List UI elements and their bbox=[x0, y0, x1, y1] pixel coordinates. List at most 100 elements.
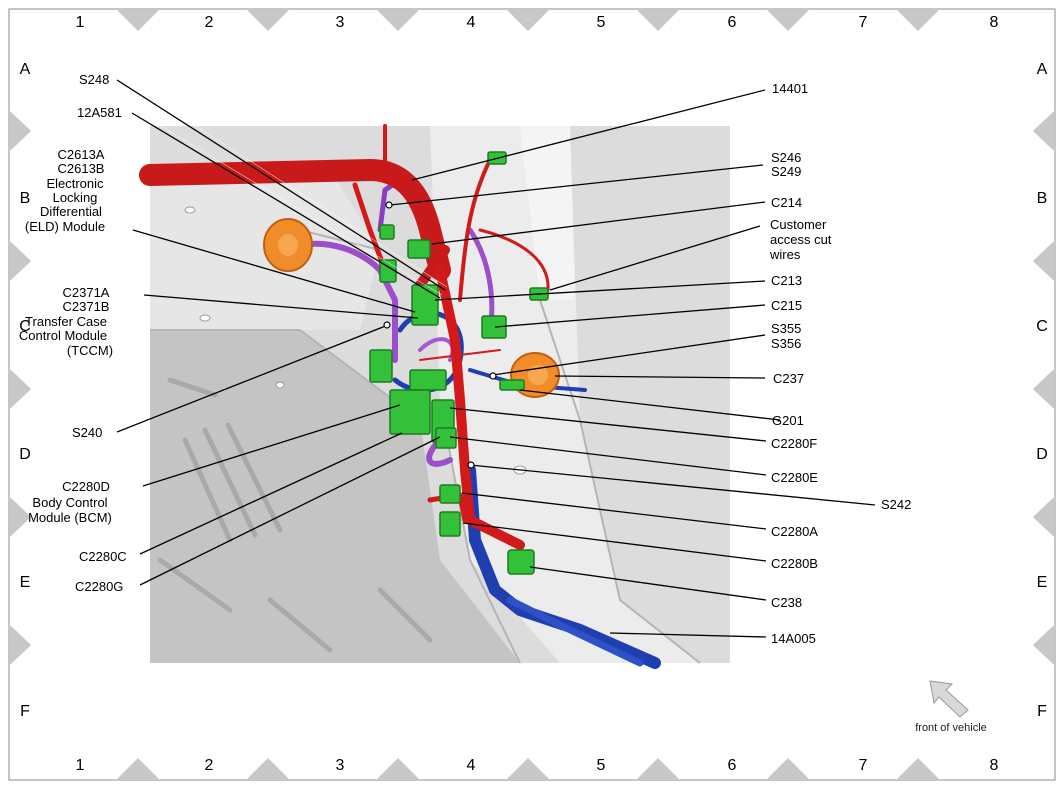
callout-c2280c: C2280C bbox=[79, 549, 127, 564]
callout-tccm-line1: C2371A bbox=[63, 285, 110, 300]
grid-col-label: 7 bbox=[859, 757, 868, 774]
callout-s240: S240 bbox=[72, 425, 102, 440]
leader-lines bbox=[116, 76, 876, 638]
front-arrow-icon bbox=[929, 680, 969, 718]
front-of-vehicle-label: front of vehicle bbox=[915, 722, 987, 734]
grid-row-label: E bbox=[1037, 574, 1048, 591]
grid-col-label: 3 bbox=[336, 757, 345, 774]
grid-col-label: 5 bbox=[597, 14, 606, 31]
connector-c2280c bbox=[389, 389, 431, 435]
grid-col-label: 2 bbox=[205, 757, 214, 774]
connector-c2280f bbox=[409, 369, 447, 391]
callout-c2280a: C2280A bbox=[771, 524, 818, 539]
floor-panel bbox=[150, 330, 520, 663]
callout-eld-line1: C2613A bbox=[58, 147, 105, 162]
callout-g201: G201 bbox=[772, 413, 804, 428]
panel-ribs bbox=[157, 377, 433, 653]
grid-col-label: 6 bbox=[728, 757, 737, 774]
grid-row-label: E bbox=[20, 574, 31, 591]
grid-row-label: D bbox=[19, 446, 31, 463]
connector-c2280a bbox=[439, 484, 461, 504]
red-wire-14401 bbox=[458, 158, 492, 302]
connectors bbox=[369, 151, 549, 575]
grid-row-label: B bbox=[20, 190, 31, 207]
callout-customer-line3: wires bbox=[769, 247, 801, 262]
callout-eld-line4: Locking bbox=[53, 190, 98, 205]
red-harness-drop bbox=[435, 265, 525, 550]
callout-customer-line2: access cut bbox=[770, 232, 832, 247]
front-of-vehicle-indicator: front of vehicle bbox=[915, 680, 987, 734]
callout-s355: S355 bbox=[771, 321, 801, 336]
grid-column-labels-top: 1 2 3 4 5 6 7 8 bbox=[76, 14, 999, 31]
callout-c2280g: C2280G bbox=[75, 579, 123, 594]
callout-tccm-line5: (TCCM) bbox=[67, 343, 113, 358]
callout-14a005: 14A005 bbox=[771, 631, 816, 646]
connector-c2280b bbox=[439, 511, 461, 537]
grid-row-label: A bbox=[20, 61, 31, 78]
callouts-left: S248 12A581 C2613A C2613B Electronic Loc… bbox=[19, 72, 127, 594]
body-panel-illustration bbox=[150, 126, 730, 664]
red-wire-access bbox=[478, 228, 550, 292]
red-branch bbox=[415, 245, 450, 290]
splice-markers bbox=[383, 201, 497, 469]
connector-c2613 bbox=[379, 224, 395, 240]
callout-s356: S356 bbox=[771, 336, 801, 351]
grid-col-label: 7 bbox=[859, 14, 868, 31]
callout-s248: S248 bbox=[79, 72, 109, 87]
grid-column-labels-bottom: 1 2 3 4 5 6 7 8 bbox=[76, 757, 999, 774]
red-wire-thin bbox=[419, 349, 501, 361]
grid-row-label: B bbox=[1037, 190, 1048, 207]
grid-col-label: 1 bbox=[76, 14, 85, 31]
callout-bcm-line2: Body Control bbox=[32, 495, 107, 510]
grid-col-label: 3 bbox=[336, 14, 345, 31]
red-harness-top bbox=[139, 159, 451, 281]
grid-col-label: 8 bbox=[990, 14, 999, 31]
callout-eld-line6: (ELD) Module bbox=[25, 219, 105, 234]
grid-markers bbox=[9, 9, 1055, 780]
grid-row-labels-right: A B C D E F bbox=[1036, 61, 1048, 720]
grid-row-label: C bbox=[1036, 318, 1048, 335]
callout-eld-line2: C2613B bbox=[58, 161, 105, 176]
grid-col-label: 1 bbox=[76, 757, 85, 774]
callout-c238: C238 bbox=[771, 595, 802, 610]
connector-g201 bbox=[499, 379, 525, 391]
callouts-right: 14401 S246 S249 C214 Customer access cut… bbox=[769, 81, 911, 646]
grid-col-label: 2 bbox=[205, 14, 214, 31]
grid-row-label: F bbox=[20, 703, 30, 720]
pillar-edge bbox=[520, 126, 575, 300]
blue-harness-branch bbox=[506, 596, 644, 667]
callout-c215: C215 bbox=[771, 298, 802, 313]
callout-s242: S242 bbox=[881, 497, 911, 512]
grid-col-label: 4 bbox=[467, 757, 476, 774]
callout-s249: S249 bbox=[771, 164, 801, 179]
callout-c2280b: C2280B bbox=[771, 556, 818, 571]
callout-s246: S246 bbox=[771, 150, 801, 165]
callout-c213: C213 bbox=[771, 273, 802, 288]
connector-c215 bbox=[481, 315, 507, 339]
callout-eld-line3: Electronic bbox=[46, 176, 104, 191]
panel-edges bbox=[150, 229, 701, 664]
grid-col-label: 4 bbox=[467, 14, 476, 31]
grid-row-label: C bbox=[19, 318, 31, 335]
callout-c2280e: C2280E bbox=[771, 470, 818, 485]
callout-tccm-line2: C2371B bbox=[63, 299, 110, 314]
grid-row-labels-left: A B C D E F bbox=[19, 61, 31, 720]
callout-14401: 14401 bbox=[772, 81, 808, 96]
callout-tccm-line3: Transfer Case bbox=[25, 314, 107, 329]
connector-c214 bbox=[407, 239, 431, 259]
callout-bcm-line1: C2280D bbox=[62, 479, 110, 494]
callout-c237: C237 bbox=[773, 371, 804, 386]
red-wire-left bbox=[352, 182, 388, 273]
callout-c214: C214 bbox=[771, 195, 802, 210]
connector-c238 bbox=[507, 549, 535, 575]
grid-row-label: A bbox=[1037, 61, 1048, 78]
callout-eld-line5: Differential bbox=[40, 204, 102, 219]
callout-bcm-line3: Module (BCM) bbox=[28, 510, 112, 525]
grid-row-label: F bbox=[1037, 703, 1047, 720]
connector-c2280d bbox=[369, 349, 393, 383]
connector-c2371 bbox=[411, 284, 439, 326]
grid-row-label: D bbox=[1036, 446, 1048, 463]
callout-tccm-line4: Control Module bbox=[19, 328, 107, 343]
grid-col-label: 6 bbox=[728, 14, 737, 31]
